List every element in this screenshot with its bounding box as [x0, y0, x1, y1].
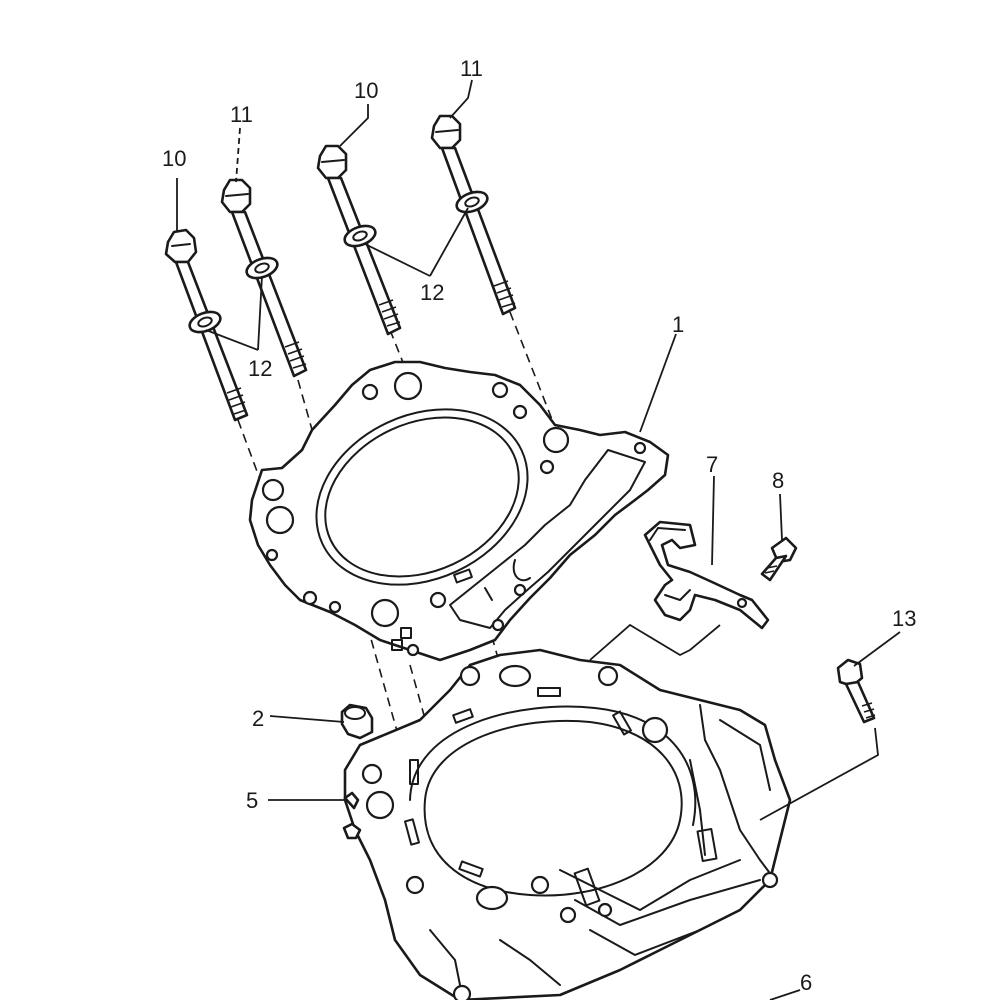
bolt-10-mid: [316, 144, 402, 336]
bolt-11-left: [220, 178, 308, 378]
bracket-7: [643, 520, 770, 630]
plug-5: [342, 791, 362, 840]
callout-1: 1: [672, 312, 684, 337]
washer-12-right: [455, 190, 489, 214]
cylinder-block: [343, 648, 792, 1000]
callout-10-left: 10: [162, 146, 186, 171]
leader-lines: [176, 79, 901, 1000]
callout-11-left: 11: [230, 102, 253, 127]
screw-8: [760, 536, 798, 582]
bolt-10-left: [164, 228, 249, 422]
callout-12-left: 12: [248, 356, 272, 381]
callout-7: 7: [706, 452, 718, 477]
callout-12-right: 12: [420, 280, 444, 305]
washer-12-left-a: [188, 310, 222, 334]
washer-12-mid: [343, 224, 377, 248]
dowel-2: [340, 703, 374, 740]
callout-8: 8: [772, 468, 784, 493]
washer-12-left-b: [245, 256, 279, 280]
bolt-11-right: [430, 114, 517, 316]
callout-13: 13: [892, 606, 916, 631]
cylinder-head-gasket: [248, 360, 670, 662]
callout-5: 5: [246, 788, 258, 813]
callout-labels: 10 11 10 11 12 12 1 7 8 13 2 5 6: [162, 56, 916, 995]
callout-11-right: 11: [460, 56, 483, 81]
callout-2: 2: [252, 706, 264, 731]
part-6: [452, 984, 472, 1000]
callout-10-mid: 10: [354, 78, 378, 103]
bolt-13: [836, 658, 876, 724]
callout-6: 6: [800, 970, 812, 995]
